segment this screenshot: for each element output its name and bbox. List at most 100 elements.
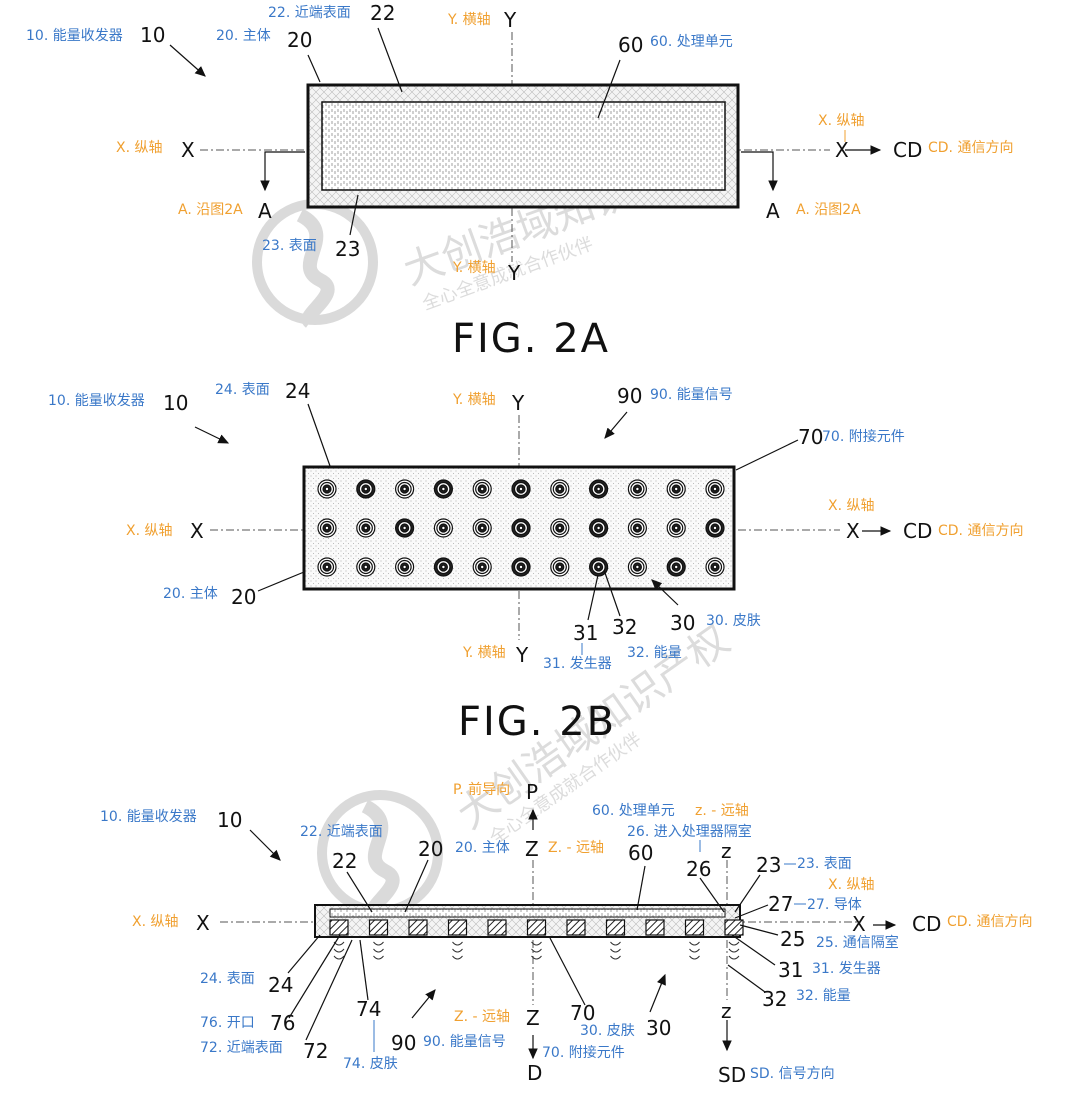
leader-60	[597, 59, 621, 119]
ref-20: 20	[287, 28, 312, 52]
ref-d: D	[527, 1061, 542, 1085]
label-70-text: 70. 附接元件	[542, 1044, 625, 1061]
side-generator	[526, 919, 547, 960]
side-generator-row	[329, 919, 744, 960]
energy-generator	[705, 557, 725, 577]
energy-generator	[356, 557, 376, 577]
energy-generator	[705, 479, 725, 499]
energy-generator	[511, 557, 531, 577]
ref-31: 31	[573, 621, 598, 645]
ref-24: 24	[268, 973, 293, 997]
label-22-text: 22. 近端表面	[300, 824, 383, 840]
label-cd-text: CD. 通信方向	[947, 914, 1032, 930]
leader-70	[735, 439, 799, 471]
side-generator	[447, 919, 468, 960]
energy-generator	[627, 518, 648, 538]
label-26-text: 26. 进入处理器隔室	[627, 823, 752, 840]
ref-x-right: X	[835, 138, 849, 162]
leader-26	[699, 877, 725, 913]
label-30-text: 30. 皮肤	[580, 1023, 635, 1039]
label-y-top-text: Y. 横轴	[447, 12, 491, 28]
energy-generator	[627, 557, 648, 577]
ref-24: 24	[285, 379, 310, 403]
leader-23	[349, 194, 359, 236]
leader-32	[727, 964, 766, 993]
leader-76	[288, 934, 341, 1019]
energy-generator	[588, 479, 609, 499]
leader-90	[604, 411, 628, 439]
ref-y-bottom: Y	[515, 643, 529, 667]
side-generator	[368, 919, 389, 960]
label-90-text: 90. 能量信号	[423, 1034, 506, 1050]
label-25-text: 25. 通信隔室	[816, 934, 899, 951]
ref-10: 10	[217, 808, 242, 832]
ref-sd: SD	[718, 1063, 746, 1087]
label-27-text: 27. 导体	[807, 897, 862, 913]
ref-22: 22	[370, 1, 395, 25]
side-generator	[724, 919, 744, 960]
leader-31	[587, 574, 599, 621]
leader-31	[731, 934, 776, 966]
ref-p: P	[526, 780, 538, 804]
ref-30: 30	[646, 1016, 671, 1040]
ref-x-left: X	[190, 519, 204, 543]
label-30-text: 30. 皮肤	[706, 613, 761, 629]
side-generator	[684, 919, 705, 960]
ref-20: 20	[231, 585, 256, 609]
leader-10	[194, 426, 230, 444]
label-cd-text: CD. 通信方向	[928, 140, 1013, 156]
energy-generator	[511, 518, 531, 538]
label-sd-text: SD. 信号方向	[750, 1066, 835, 1082]
energy-generator	[395, 479, 415, 499]
ref-10: 10	[140, 23, 165, 47]
ref-32: 32	[612, 615, 637, 639]
ref-10: 10	[163, 391, 188, 415]
ref-60: 60	[628, 841, 653, 865]
ref-90: 90	[391, 1031, 416, 1055]
label-60-text: 60. 处理单元	[592, 803, 675, 819]
label-cd-text: CD. 通信方向	[938, 523, 1023, 539]
ref-cd: CD	[912, 912, 941, 936]
figure-2c: 10. 能量收发器 10 P. 前导向 P 22. 近端表面 22 20 20.…	[100, 780, 1032, 1087]
ref-y-top: Y	[503, 8, 517, 32]
label-10-text: 10. 能量收发器	[26, 28, 123, 44]
ref-26: 26	[686, 857, 711, 881]
ref-70: 70	[570, 1001, 595, 1025]
energy-generator	[395, 518, 415, 538]
leader-30	[651, 579, 679, 606]
ref-x-right: X	[852, 912, 866, 936]
ref-y-bottom: Y	[507, 261, 521, 285]
side-generator	[645, 919, 665, 936]
label-74-text: 74. 皮肤	[343, 1056, 398, 1072]
ref-x-left: X	[196, 911, 210, 935]
energy-generator	[472, 557, 492, 577]
leader-10	[249, 829, 281, 861]
ref-y-top: Y	[511, 391, 525, 415]
label-x-right-text: X. 纵轴	[828, 877, 875, 893]
ref-cd: CD	[893, 138, 922, 162]
ref-z-bottom-right: z	[721, 999, 732, 1023]
leader-24	[307, 403, 331, 467]
label-x-left-text: X. 纵轴	[126, 523, 173, 539]
ref-z-bottom: Z	[526, 1006, 540, 1030]
side-generator	[566, 919, 586, 936]
label-20-text: 20. 主体	[455, 840, 510, 856]
label-y-bottom-text: Y. 横轴	[452, 260, 496, 276]
label-72-text: 72. 近端表面	[200, 1040, 283, 1056]
leader-70	[549, 937, 586, 1006]
ref-x-right: X	[846, 519, 860, 543]
label-76-text: 76. 开口	[200, 1015, 255, 1031]
label-x-right-text: X. 纵轴	[828, 498, 875, 514]
figure-2b-title: FIG. 2B	[458, 699, 616, 745]
label-y-top-text: Y. 横轴	[452, 392, 496, 408]
energy-generator	[666, 479, 686, 499]
ref-25: 25	[780, 927, 805, 951]
ref-72: 72	[303, 1039, 328, 1063]
energy-generator	[395, 557, 415, 577]
leader-72	[305, 939, 353, 1041]
energy-generator	[588, 557, 609, 577]
label-23-text: 23. 表面	[262, 238, 317, 254]
side-generator	[487, 919, 507, 936]
leader-20	[257, 571, 305, 592]
